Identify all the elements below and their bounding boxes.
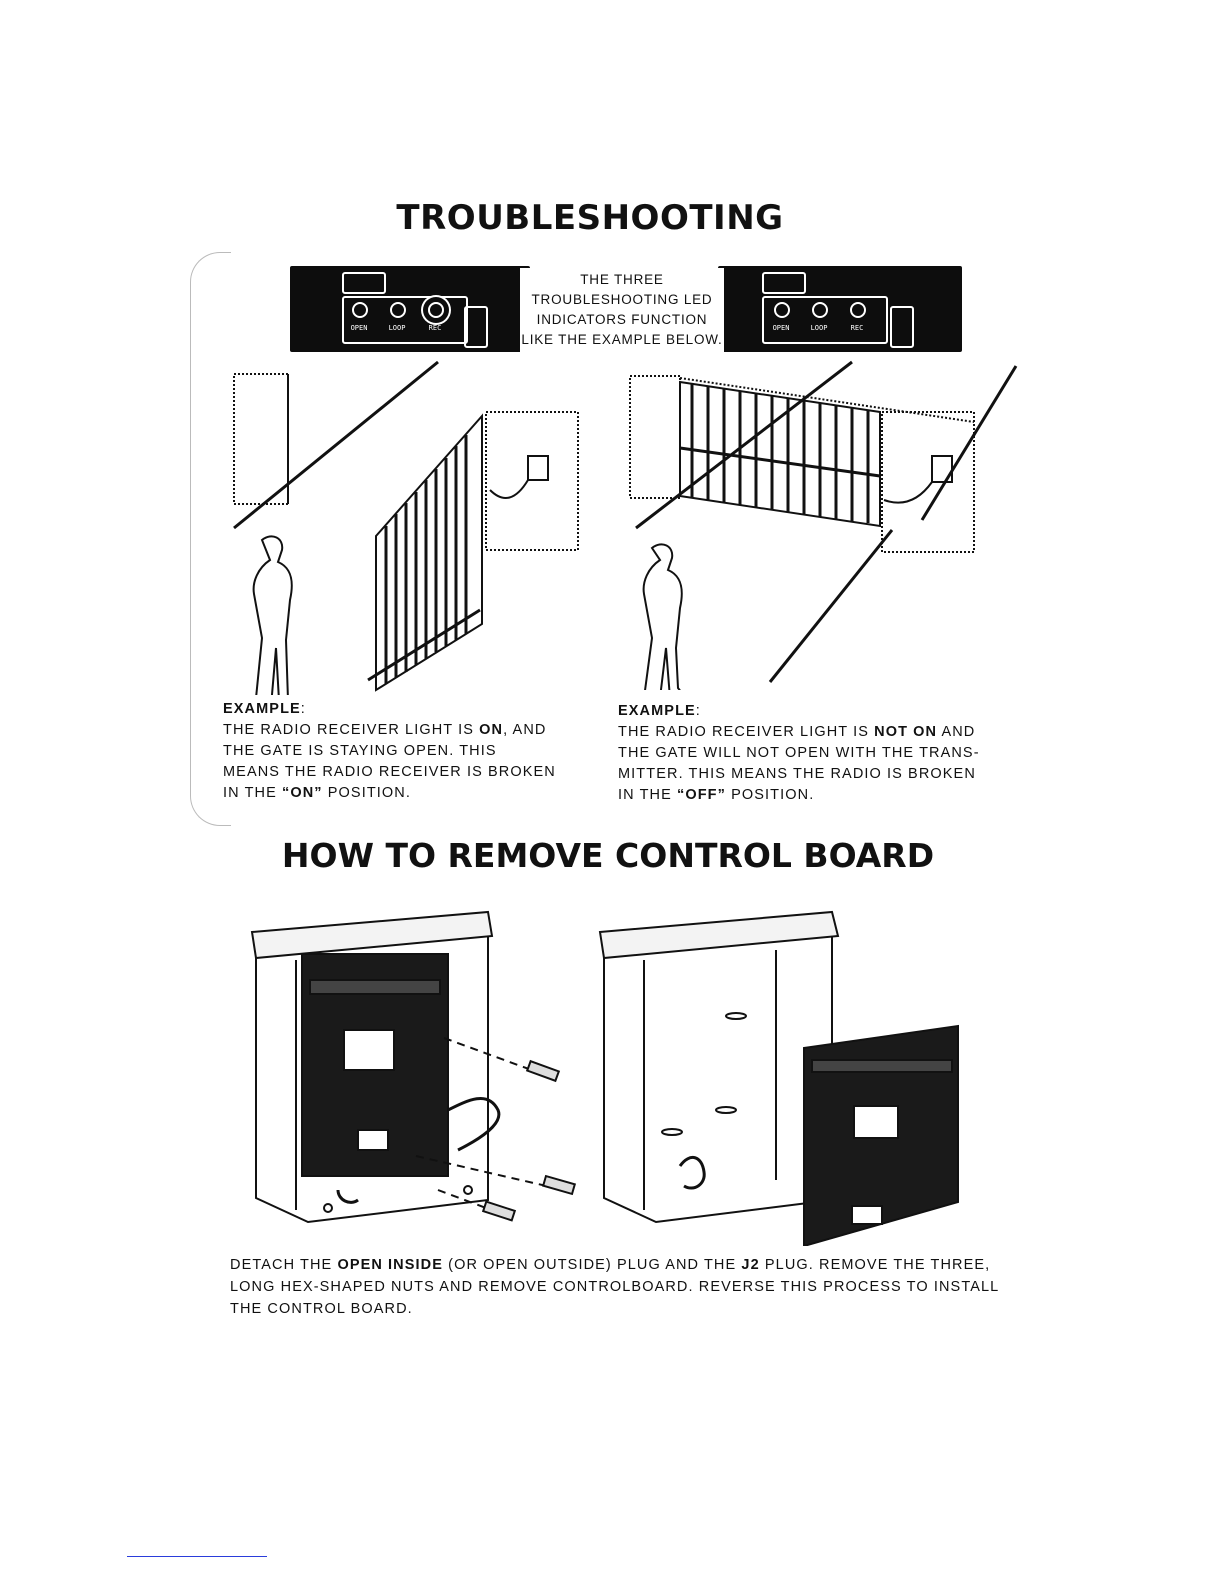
led-label-rec: REC bbox=[850, 324, 864, 332]
caption-text: THE RADIO RECEIVER LIGHT IS bbox=[618, 724, 875, 740]
colon: : bbox=[300, 701, 306, 717]
caption-text: THE RADIO RECEIVER LIGHT IS bbox=[223, 722, 480, 738]
instruction-bold: J2 bbox=[741, 1257, 760, 1273]
led-label-rec: REC bbox=[428, 324, 442, 332]
gate-closed-illustration bbox=[629, 360, 1018, 690]
caption-text: POSITION. bbox=[322, 785, 411, 801]
colon: : bbox=[695, 703, 701, 719]
led-caption: THE THREE TROUBLESHOOTING LED INDICATORS… bbox=[520, 268, 724, 352]
led-caption-line: TROUBLESHOOTING LED bbox=[531, 292, 713, 307]
control-box-board-removed bbox=[598, 910, 959, 1246]
led-panel-right: OPEN LOOP REC bbox=[718, 266, 962, 352]
led-label-open: OPEN bbox=[772, 324, 790, 332]
led-caption-line: INDICATORS FUNCTION bbox=[536, 312, 708, 327]
example-heading: EXAMPLE bbox=[223, 701, 301, 717]
troubleshooting-title: TROUBLESHOOTING bbox=[396, 198, 784, 238]
caption-text: , AND THE GATE IS STAYING OPEN. THIS MEA… bbox=[223, 722, 556, 801]
led-panel-left: OPEN LOOP REC bbox=[290, 266, 530, 352]
instruction-bold: OPEN INSIDE bbox=[337, 1257, 444, 1273]
example-heading: EXAMPLE bbox=[618, 703, 696, 719]
caption-bold: ON bbox=[479, 722, 504, 738]
remove-board-instructions: DETACH THE OPEN INSIDE (OR OPEN OUTSIDE)… bbox=[230, 1254, 1000, 1320]
caption-text: AND THE GATE WILL NOT OPEN WITH THE TRAN… bbox=[618, 724, 980, 803]
led-label-loop: LOOP bbox=[388, 324, 406, 332]
footer-link-rule bbox=[127, 1556, 267, 1557]
instruction-text: DETACH THE bbox=[230, 1257, 338, 1273]
caption-bold: “ON” bbox=[282, 785, 323, 801]
example-right-caption: EXAMPLE: THE RADIO RECEIVER LIGHT IS NOT … bbox=[618, 701, 993, 806]
example-left-caption: EXAMPLE: THE RADIO RECEIVER LIGHT IS ON, … bbox=[223, 699, 558, 804]
led-label-open: OPEN bbox=[350, 324, 368, 332]
led-label-loop: LOOP bbox=[810, 324, 828, 332]
caption-bold: NOT ON bbox=[874, 724, 938, 740]
remove-board-title: HOW TO REMOVE CONTROL BOARD bbox=[281, 836, 935, 875]
led-caption-line: THE THREE bbox=[580, 272, 664, 287]
instruction-text: PLUG. REMOVE THE THREE, LONG HEX-SHAPED … bbox=[230, 1257, 999, 1317]
caption-text: POSITION. bbox=[726, 787, 815, 803]
led-caption-line: LIKE THE EXAMPLE BELOW. bbox=[521, 332, 723, 347]
caption-bold: “OFF” bbox=[677, 787, 726, 803]
instruction-text: (OR OPEN OUTSIDE) PLUG AND THE bbox=[443, 1257, 742, 1273]
gate-open-illustration bbox=[233, 360, 579, 695]
control-box-with-board bbox=[250, 910, 577, 1224]
